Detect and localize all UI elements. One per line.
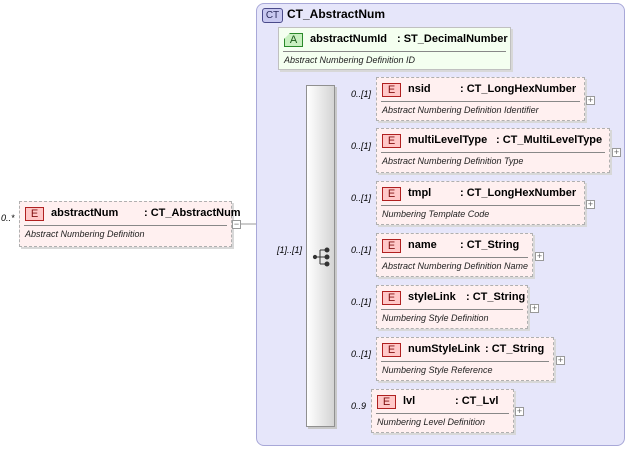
expand-icon[interactable]: + [612, 147, 621, 157]
element-type: : CT_LongHexNumber [460, 83, 577, 95]
element-description: Numbering Style Reference [382, 365, 493, 375]
attribute-abstractNumId[interactable]: A abstractNumId : ST_DecimalNumber Abstr… [278, 27, 511, 70]
expand-icon[interactable]: + [515, 406, 524, 416]
element-description: Numbering Level Definition [377, 417, 486, 427]
separator [381, 101, 580, 102]
attribute-name: abstractNumId [310, 33, 388, 45]
element-name: name [408, 239, 437, 251]
element-badge: E [382, 239, 401, 253]
child-cardinality: 0..[1] [351, 89, 372, 99]
root-cardinality: 0..* [1, 213, 15, 223]
child-element-lvl[interactable]: E lvl : CT_Lvl Numbering Level Definitio… [371, 389, 514, 433]
child-element-styleLink[interactable]: E styleLink : CT_String Numbering Style … [376, 285, 528, 329]
separator [283, 51, 506, 52]
separator [381, 205, 580, 206]
child-element-name[interactable]: E name : CT_String Abstract Numbering De… [376, 233, 533, 277]
separator [376, 413, 509, 414]
element-type: : CT_String [485, 343, 545, 355]
element-type: : CT_LongHexNumber [460, 187, 577, 199]
root-element-abstractNum[interactable]: E abstractNum : CT_AbstractNum Abstract … [19, 201, 241, 247]
complex-type-title: CT_AbstractNum [287, 7, 386, 21]
attribute-badge: A [284, 33, 303, 47]
element-name: tmpl [408, 187, 432, 199]
element-description: Abstract Numbering Definition Identifier [382, 105, 539, 115]
expand-icon[interactable]: + [535, 251, 544, 261]
child-element-tmpl[interactable]: E tmpl : CT_LongHexNumber Numbering Temp… [376, 181, 585, 225]
element-type: : CT_String [460, 239, 520, 251]
element-badge: E [382, 187, 401, 201]
expand-icon[interactable]: + [530, 303, 539, 313]
element-badge: E [382, 291, 401, 305]
expand-icon[interactable]: + [586, 95, 595, 105]
child-cardinality: 0..[1] [351, 193, 372, 203]
element-badge: E [382, 134, 401, 148]
attribute-type: : ST_DecimalNumber [397, 33, 508, 45]
child-cardinality: 0..[1] [351, 297, 372, 307]
child-cardinality: 0..9 [351, 401, 367, 411]
expand-icon[interactable]: + [586, 199, 595, 209]
sequence-cardinality: [1]..[1] [277, 245, 303, 255]
sequence-compositor[interactable] [306, 85, 335, 427]
child-cardinality: 0..[1] [351, 349, 372, 359]
element-description: Abstract Numbering Definition Name [382, 261, 529, 271]
element-name: abstractNum [51, 207, 119, 219]
attribute-description: Abstract Numbering Definition ID [284, 55, 416, 65]
child-cardinality: 0..[1] [351, 141, 372, 151]
separator [381, 361, 549, 362]
collapse-icon[interactable]: − [232, 219, 241, 229]
separator [381, 152, 605, 153]
complex-type-badge: CT [262, 8, 283, 23]
element-type: : CT_Lvl [455, 395, 499, 407]
child-element-numStyleLink[interactable]: E numStyleLink : CT_String Numbering Sty… [376, 337, 554, 381]
child-cardinality: 0..[1] [351, 245, 372, 255]
sequence-icon [312, 247, 330, 267]
element-description: Numbering Template Code [382, 209, 490, 219]
separator [381, 257, 528, 258]
element-name: nsid [408, 83, 431, 95]
separator [24, 225, 227, 226]
element-type: : CT_MultiLevelType [496, 134, 603, 146]
element-badge: E [377, 395, 396, 409]
element-type: : CT_String [466, 291, 526, 303]
element-description: Abstract Numbering Definition [25, 229, 145, 239]
element-type: : CT_AbstractNum [144, 207, 241, 219]
element-name: multiLevelType [408, 134, 488, 146]
element-name: styleLink [408, 291, 456, 303]
child-element-nsid[interactable]: E nsid : CT_LongHexNumber Abstract Numbe… [376, 77, 585, 121]
element-name: numStyleLink [408, 343, 481, 355]
element-description: Abstract Numbering Definition Type [382, 156, 524, 166]
child-element-multiLevelType[interactable]: E multiLevelType : CT_MultiLevelType Abs… [376, 128, 610, 173]
element-badge: E [382, 343, 401, 357]
element-name: lvl [403, 395, 416, 407]
expand-icon[interactable]: + [556, 355, 565, 365]
element-badge: E [25, 207, 44, 221]
separator [381, 309, 523, 310]
element-description: Numbering Style Definition [382, 313, 489, 323]
element-badge: E [382, 83, 401, 97]
